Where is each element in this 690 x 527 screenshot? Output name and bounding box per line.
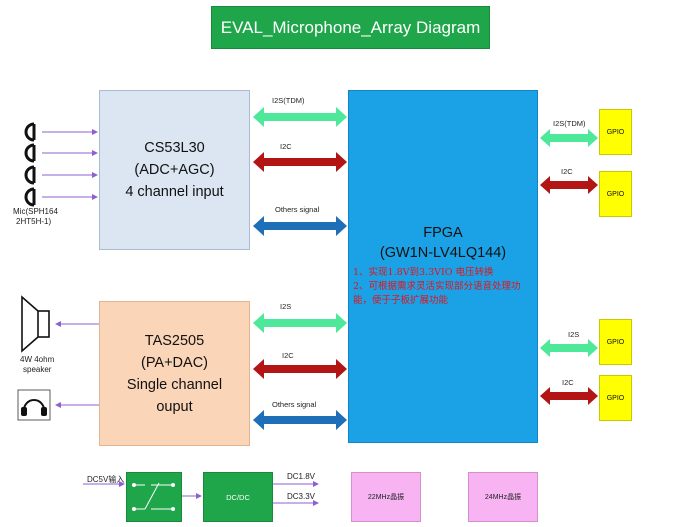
dc5v-input-label: DC5V输入 xyxy=(87,475,125,484)
switch-icon xyxy=(132,482,175,511)
mic-label-line2: 2HT5H-1) xyxy=(16,217,52,226)
mic-label-line1: Mic(SPH164 xyxy=(13,207,58,216)
gpio2-arrow xyxy=(540,176,598,194)
tas-i2s-label: I2S xyxy=(280,302,292,311)
fpga-note-1: 1、实现1.8V到3.3VIO 电压转换 xyxy=(353,267,494,278)
diagram-title: EVAL_Microphone_Array Diagram xyxy=(211,6,490,49)
tas-others-arrow xyxy=(253,410,347,430)
cs53l30-channels: 4 channel input xyxy=(125,184,224,200)
gpio-box-4: GPIO xyxy=(599,375,632,421)
cs-others-label: Others signal xyxy=(275,205,320,214)
cs53l30-name: CS53L30 xyxy=(144,140,205,156)
gpio4-arrow xyxy=(540,387,598,405)
tas2505-function: (PA+DAC) xyxy=(140,354,208,371)
speaker-label-line2: speaker xyxy=(23,365,52,374)
cs-i2c-arrow xyxy=(253,152,347,172)
gpio-box-1: GPIO xyxy=(599,109,632,155)
gpio4-link-label: I2C xyxy=(562,378,574,387)
cs-others-arrow xyxy=(253,216,347,236)
fpga-block: FPGA (GW1N-LV4LQ144) 1、实现1.8V到3.3VIO 电压转… xyxy=(348,90,538,443)
gpio-box-3: GPIO xyxy=(599,319,632,365)
tas2505-channel: Single channel xyxy=(126,376,223,393)
fpga-title: FPGA (GW1N-LV4LQ144) xyxy=(349,223,537,263)
power-switch-block xyxy=(126,472,182,522)
dc18-label: DC1.8V xyxy=(287,472,316,481)
gpio-box-2: GPIO xyxy=(599,171,632,217)
dcdc-block: DC/DC xyxy=(203,472,273,522)
tas-others-label: Others signal xyxy=(272,400,317,409)
crystal-24mhz-block: 24MHz晶振 xyxy=(468,472,538,522)
fpga-part: (GW1N-LV4LQ144) xyxy=(379,245,507,261)
headphone-icon xyxy=(17,389,51,421)
speaker-label-line1: 4W 4ohm xyxy=(20,355,55,364)
speaker-icon xyxy=(21,295,50,353)
gpio1-link-label: I2S(TDM) xyxy=(553,119,586,128)
tas2505-block: TAS2505 (PA+DAC) Single channel ouput xyxy=(99,301,250,446)
crystal-22mhz-block: 22MHz晶振 xyxy=(351,472,421,522)
cs-i2c-label: I2C xyxy=(280,142,292,151)
cs-i2s-arrow xyxy=(253,107,347,127)
gpio1-arrow xyxy=(540,129,598,147)
tas-i2c-label: I2C xyxy=(282,351,294,360)
gpio3-link-label: I2S xyxy=(568,330,580,339)
fpga-note-2: 2、可根据需求灵活实现部分语音处理功能，便于子板扩展功能 xyxy=(353,281,521,306)
cs53l30-block: CS53L30 (ADC+AGC) 4 channel input xyxy=(99,90,250,250)
gpio2-link-label: I2C xyxy=(561,167,573,176)
cs-i2s-label: I2S(TDM) xyxy=(272,96,305,105)
tas2505-name: TAS2505 xyxy=(144,332,205,349)
tas-i2c-arrow xyxy=(253,359,347,379)
tas-i2s-arrow xyxy=(253,313,347,333)
dc33-label: DC3.3V xyxy=(287,492,316,501)
cs53l30-function: (ADC+AGC) xyxy=(134,162,215,178)
fpga-notes: 1、实现1.8V到3.3VIO 电压转换 2、可根据需求灵活实现部分语音处理功能… xyxy=(353,266,535,308)
tas2505-output: ouput xyxy=(156,398,193,415)
gpio3-arrow xyxy=(540,339,598,357)
fpga-name: FPGA xyxy=(423,225,463,241)
microphone-icon xyxy=(24,122,36,207)
